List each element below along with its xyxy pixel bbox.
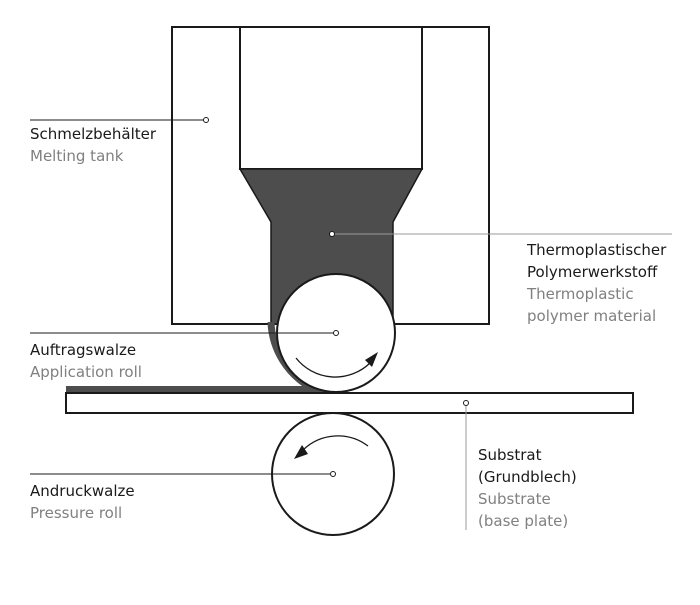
substrate-label: Substrat (Grundblech) Substrate (base pl… [478,444,577,532]
application-roll-label-en: Application roll [30,363,142,381]
polymer-leader-dot [329,231,335,237]
melting-tank-label-de: Schmelzbehälter [30,125,157,143]
melting-tank-label: Schmelzbehälter Melting tank [30,123,156,167]
application-roll-label: Auftragswalze Application roll [30,339,142,383]
polymer-label-de-line2: Polymerwerkstoff [527,263,658,281]
melting-tank-chamber [239,26,423,170]
pressure-roll-label-en: Pressure roll [30,504,123,522]
substrate-label-en-line2: (base plate) [478,512,569,530]
substrate-label-de-line2: (Grundblech) [478,468,577,486]
substrate-plate [65,392,634,414]
pressure-roll-label-de: Andruckwalze [30,482,135,500]
application-roll-label-de: Auftragswalze [30,341,137,359]
pressure-roll-arrowhead-icon [294,445,308,459]
substrate-leader-dot [463,400,469,406]
polymer-label-de-line1: Thermoplastischer [527,241,667,259]
pressure-roll-rotation-arrow [302,435,369,451]
polymer-label-en-line2: polymer material [527,307,657,325]
application-roll-arrowhead-icon [365,352,378,367]
application-roll-center [333,330,339,336]
melting-tank-label-en: Melting tank [30,147,124,165]
pressure-roll-label: Andruckwalze Pressure roll [30,480,135,524]
polymer-label-en-line1: Thermoplastic [527,285,634,303]
pressure-roll-center [330,471,336,477]
polymer-film-layer [66,386,332,392]
substrate-label-de-line1: Substrat [478,446,542,464]
substrate-label-en-line1: Substrate [478,490,551,508]
polymer-label: Thermoplastischer Polymerwerkstoff Therm… [527,239,666,327]
application-roll-rotation-arrow [295,357,371,378]
melting-tank-leader-dot [203,117,209,123]
